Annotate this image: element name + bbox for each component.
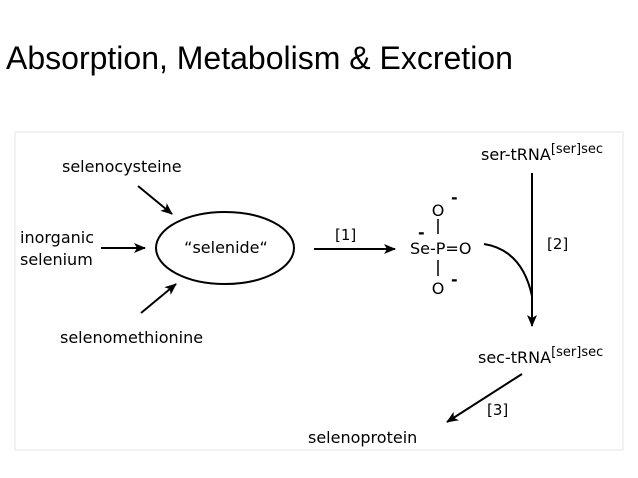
ser-trna-superscript: [ser]sec	[551, 142, 603, 157]
sec-trna-label: sec-tRNA[ser]sec	[478, 345, 603, 367]
selenide-node	[155, 211, 295, 285]
arrow-step-3	[446, 373, 523, 423]
label-selenomethionine: selenomethionine	[60, 328, 203, 347]
label-selenocysteine: selenocysteine	[62, 157, 182, 176]
ser-trna-label: ser-tRNA[ser]sec	[481, 142, 603, 164]
phosphate-o-bottom: O	[432, 279, 445, 298]
phosphate-o-top-charge: -	[451, 188, 458, 207]
step-2-label: [2]	[547, 235, 568, 253]
label-selenoprotein: selenoprotein	[308, 428, 417, 447]
step-3-label: [3]	[487, 401, 508, 419]
sec-trna-superscript: [ser]sec	[551, 345, 603, 360]
ser-trna-name: ser-tRNA	[481, 145, 551, 164]
arrow-selenomethionine-to-selenide	[140, 283, 177, 314]
sec-trna-name: sec-tRNA	[478, 348, 551, 367]
phosphate-se-p-o: Se-P=O	[410, 239, 471, 258]
step-1-label: [1]	[335, 226, 356, 244]
phosphate-se-charge: -	[418, 223, 425, 242]
phosphate-o-top: O	[432, 201, 445, 220]
arrow-selenocysteine-to-selenide	[137, 185, 173, 215]
selenide-label: “selenide“	[184, 238, 268, 257]
label-selenium: selenium	[20, 250, 93, 269]
phosphate-o-bottom-charge: -	[451, 270, 458, 289]
slide-title: Absorption, Metabolism & Excretion	[6, 40, 513, 76]
figure-frame	[14, 131, 624, 451]
label-inorganic: inorganic	[20, 228, 94, 247]
phosphate-joining-curve	[483, 243, 533, 297]
